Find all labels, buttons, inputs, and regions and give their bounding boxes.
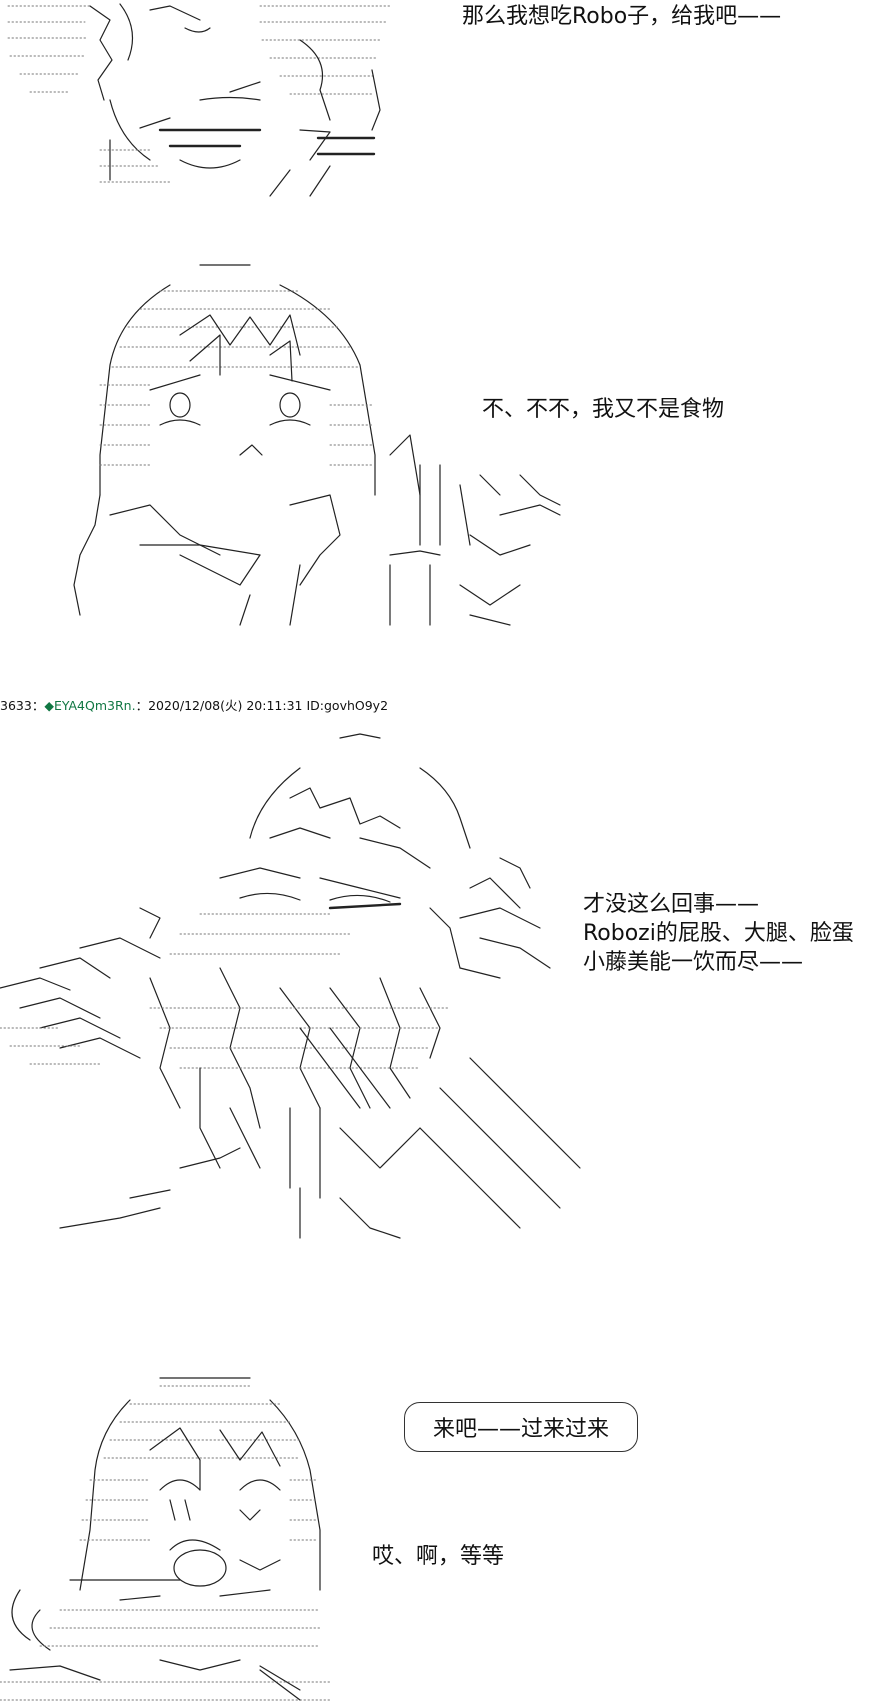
post-number: 3633 — [0, 698, 32, 713]
post-separator: ： — [31, 698, 45, 713]
post-datetime: ：2020/12/08(火) 20:11:31 — [135, 698, 303, 713]
panel-1: 那么我想吃Robo子，给我吧—— — [0, 0, 896, 200]
post-header: 3633：◆EYA4Qm3Rn.：2020/12/08(火) 20:11:31 … — [0, 698, 388, 714]
aa-character-looking-up-icon — [0, 0, 420, 200]
aa-character-startled-icon — [0, 255, 580, 635]
post-trip: ◆EYA4Qm3Rn. — [44, 698, 136, 713]
post-id: ID:govhO9y2 — [306, 698, 389, 713]
panel-2: 不、不不，我又不是食物 — [0, 255, 896, 635]
speech-bubble: 来吧——过来过来 — [404, 1402, 638, 1452]
panel-4: 来吧——过来过来 哎、啊，等等 — [0, 1370, 896, 1708]
dialogue-line: 哎、啊，等等 — [372, 1544, 505, 1569]
dialogue-line: Robozi的屁股、大腿、脸蛋 — [583, 921, 854, 946]
dialogue-line: 才没这么回事—— — [583, 892, 760, 917]
panel-3: 才没这么回事—— Robozi的屁股、大腿、脸蛋 小藤美能一饮而尽—— — [0, 728, 896, 1248]
speech-bubble-text: 来吧——过来过来 — [432, 1417, 609, 1442]
dialogue-line: 不、不不，我又不是食物 — [482, 397, 725, 422]
dialogue-line: 那么我想吃Robo子，给我吧—— — [462, 4, 782, 29]
dialogue-line: 小藤美能一饮而尽—— — [583, 950, 804, 975]
aa-character-lunging-icon — [0, 728, 600, 1248]
aa-character-smiling-icon — [0, 1370, 360, 1708]
